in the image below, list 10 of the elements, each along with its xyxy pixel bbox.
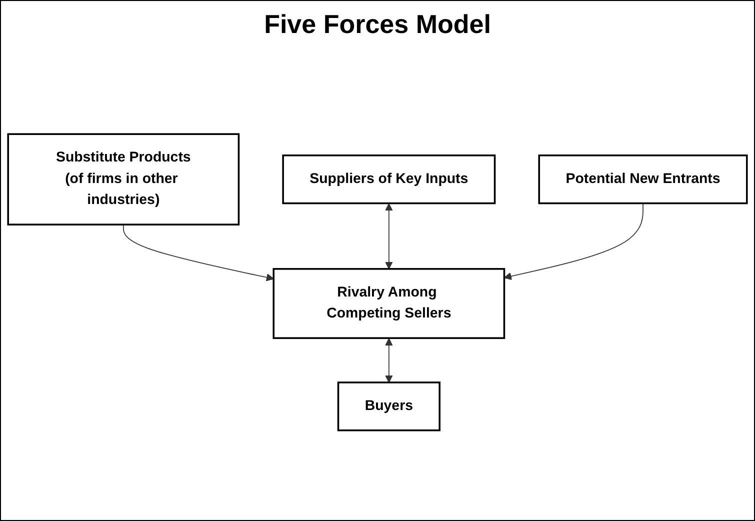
node-box: Substitute Products (of firms in other industries) bbox=[7, 132, 240, 226]
node-box: Buyers bbox=[337, 381, 440, 432]
node-box: Rivalry Among Competing Sellers bbox=[272, 268, 506, 339]
arrow bbox=[504, 202, 644, 280]
diagram-title: Five Forces Model bbox=[264, 9, 491, 40]
arrow bbox=[385, 203, 393, 270]
node-box: Suppliers of Key Inputs bbox=[282, 154, 496, 204]
arrow bbox=[385, 338, 393, 383]
arrow bbox=[122, 224, 274, 281]
node-box: Potential New Entrants bbox=[538, 154, 748, 204]
